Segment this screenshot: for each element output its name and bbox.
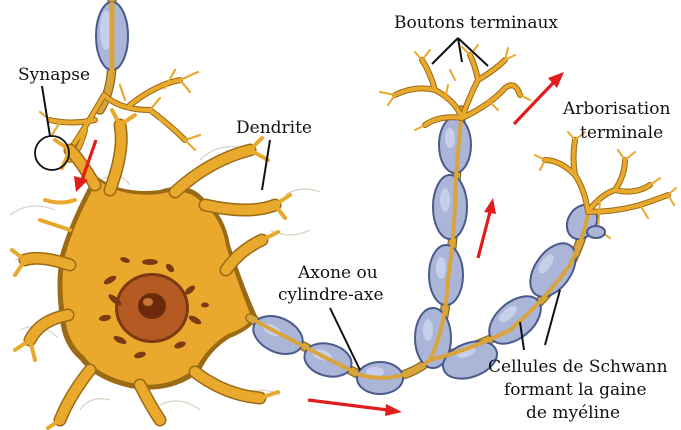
label-dendrite: Dendrite (236, 118, 312, 138)
flow-arrow-axon-bottom (308, 400, 402, 416)
label-boutons: Boutons terminaux (394, 13, 558, 33)
leader-synapse (42, 86, 50, 136)
flow-arrow-axon-up (478, 198, 496, 258)
label-schwann-1: Cellules de Schwann (488, 357, 668, 377)
synapse-circle (35, 136, 69, 170)
label-arborisation-1: Arborisation (562, 99, 670, 119)
leader-boutons-1 (432, 38, 458, 64)
leader-dendrite (262, 140, 270, 190)
label-arborisation-2: terminale (580, 123, 663, 143)
label-axone-1: Axone ou (297, 263, 378, 283)
flow-arrow-terminal (514, 72, 564, 124)
myelin-sheath (247, 112, 603, 394)
right-terminal-arborisation (535, 132, 676, 238)
cell-body (12, 110, 290, 428)
label-schwann-2: formant la gaine (504, 380, 647, 400)
label-axone-2: cylindre-axe (278, 285, 384, 305)
label-schwann-3: de myéline (526, 403, 620, 423)
upper-terminal-arborisation (380, 45, 530, 130)
label-synapse: Synapse (18, 65, 90, 85)
